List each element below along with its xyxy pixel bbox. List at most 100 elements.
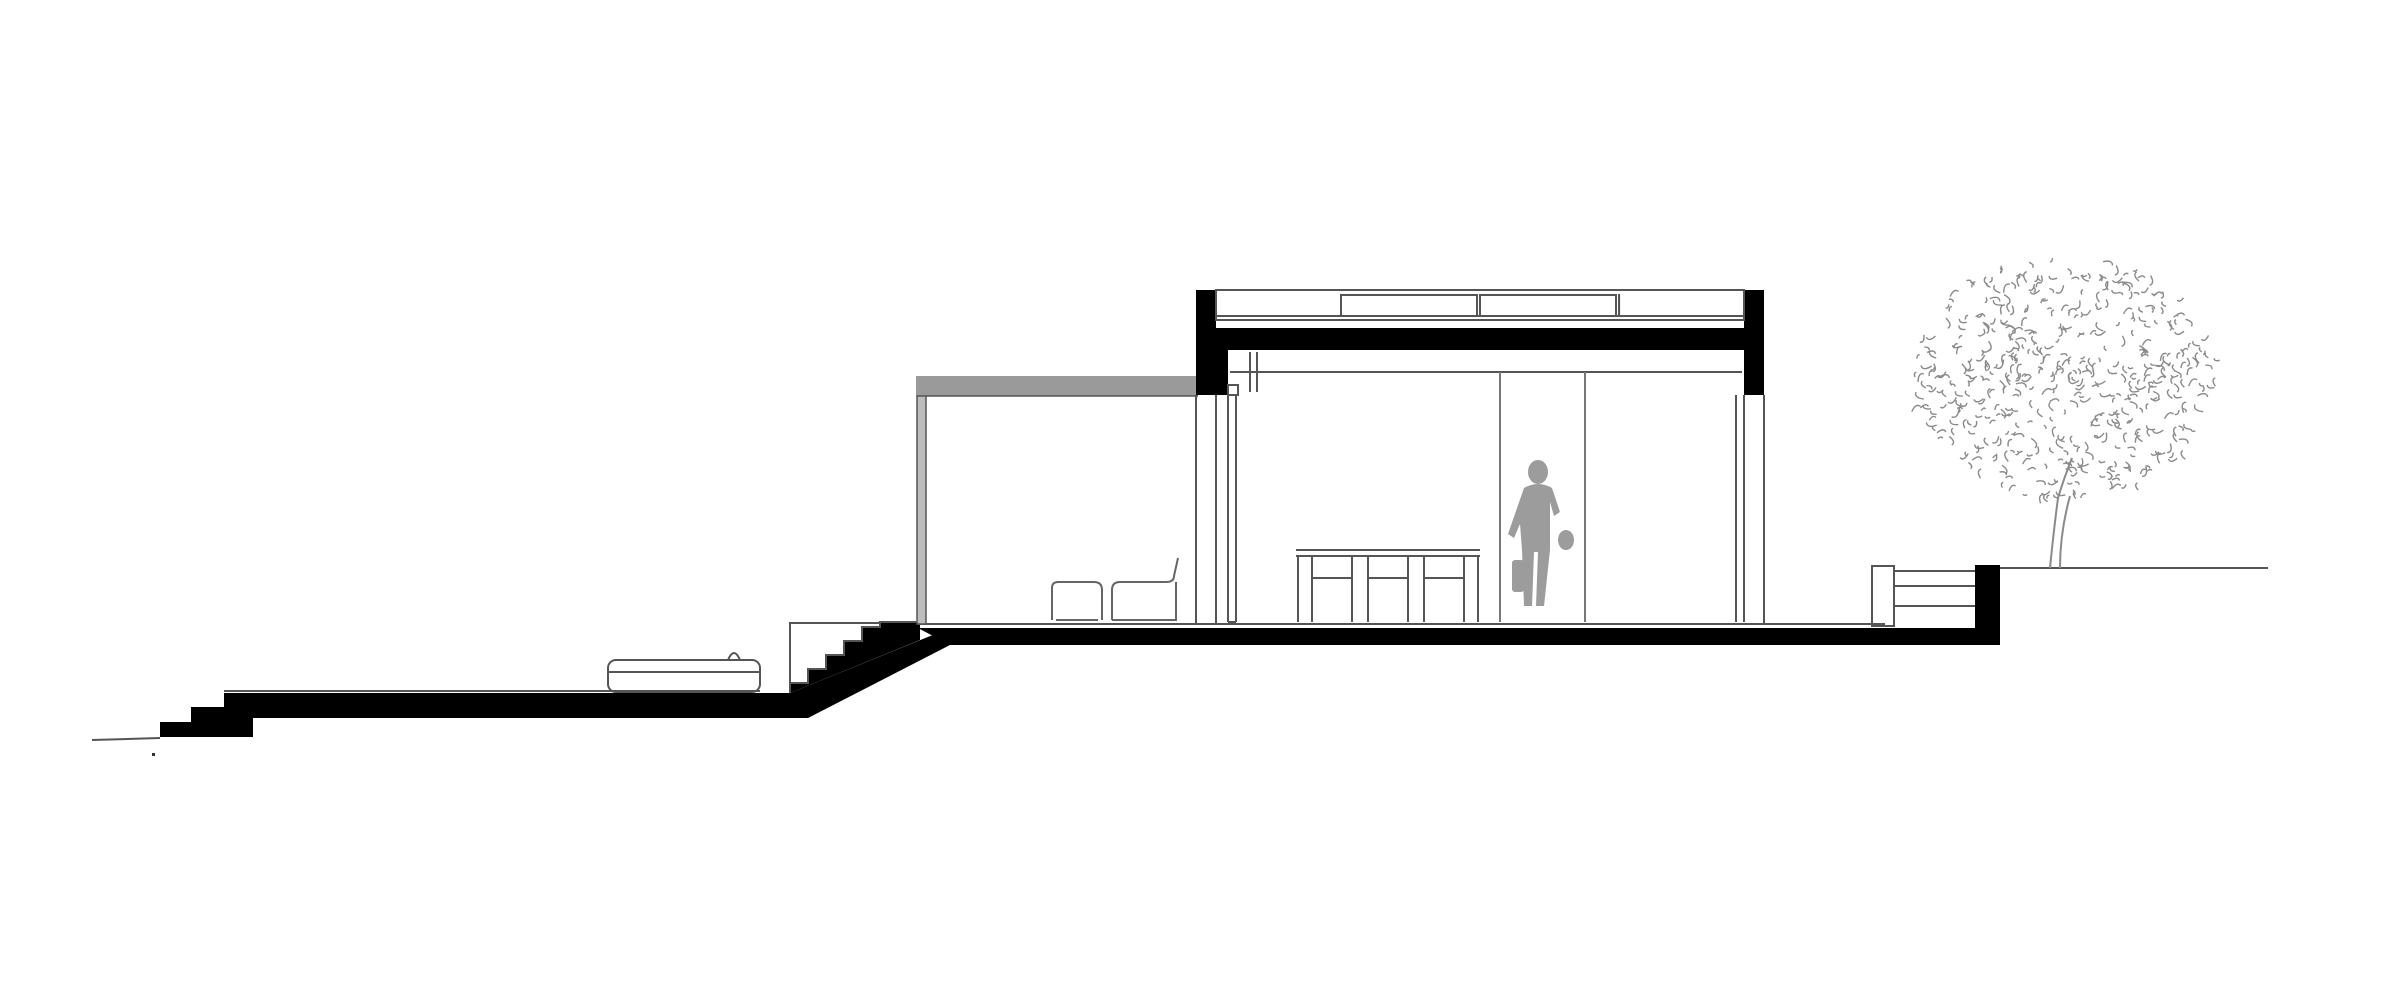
leaf-stroke	[1934, 374, 1941, 379]
leaf-stroke	[2070, 457, 2075, 463]
leaf-stroke	[1920, 365, 1933, 370]
dining-chair	[1367, 555, 1409, 622]
leaf-stroke	[2070, 471, 2078, 477]
leaf-stroke	[1982, 328, 1986, 336]
leaf-stroke	[1976, 312, 1984, 318]
leaf-stroke	[2053, 494, 2059, 499]
leaf-stroke	[2112, 361, 2120, 368]
leaf-stroke	[1984, 297, 1988, 304]
leaf-stroke	[2154, 450, 2166, 455]
leaf-stroke	[2008, 354, 2016, 362]
leaf-stroke	[2063, 449, 2069, 456]
leaf-stroke	[2024, 307, 2028, 313]
leaf-stroke	[1951, 408, 1960, 418]
leaf-stroke	[2139, 468, 2147, 475]
leaf-stroke	[2051, 388, 2055, 394]
leaf-stroke	[2081, 370, 2093, 375]
leaf-stroke	[2205, 364, 2213, 370]
leaf-stroke	[2141, 466, 2148, 478]
leaf-stroke	[2087, 357, 2093, 368]
leaf-stroke	[1976, 445, 1980, 454]
leaf-stroke	[2182, 407, 2187, 413]
leaf-stroke	[2010, 352, 2015, 361]
leaf-stroke	[2093, 432, 2105, 439]
leaf-stroke	[2010, 449, 2015, 454]
leaf-stroke	[2099, 275, 2103, 282]
leaf-stroke	[1949, 419, 1959, 426]
leaf-stroke	[1959, 453, 1969, 460]
leaf-stroke	[1953, 343, 1959, 348]
leaf-stroke	[2095, 321, 2104, 332]
leaf-stroke	[1997, 438, 2002, 447]
leaf-stroke	[1971, 281, 1976, 288]
leaf-stroke	[2160, 291, 2165, 299]
leaf-stroke	[2124, 397, 2131, 401]
leaf-stroke	[2090, 418, 2099, 427]
leaf-stroke	[2036, 274, 2042, 282]
leaf-stroke	[2098, 357, 2101, 363]
leaf-stroke	[1928, 387, 1937, 393]
leaf-stroke	[2120, 484, 2127, 489]
leaf-stroke	[2057, 458, 2064, 461]
leaf-stroke	[2080, 311, 2083, 318]
stair-profile	[789, 621, 916, 693]
leaf-stroke	[2134, 428, 2141, 436]
leaf-stroke	[1967, 461, 1973, 470]
leaf-stroke	[2212, 377, 2216, 387]
leaf-stroke	[2180, 449, 2186, 460]
leaf-stroke	[2186, 367, 2193, 376]
leaf-stroke	[2146, 468, 2153, 472]
leaf-stroke	[2003, 294, 2011, 305]
leaf-stroke	[2178, 425, 2184, 432]
leaf-stroke	[2014, 353, 2018, 362]
leaf-stroke	[2077, 333, 2085, 338]
leaf-stroke	[2132, 316, 2136, 322]
left-ground-line	[91, 737, 161, 741]
leaf-stroke	[2036, 346, 2042, 354]
leaf-stroke	[2129, 393, 2138, 398]
leaf-stroke	[2151, 307, 2154, 314]
leaf-stroke	[2022, 457, 2031, 465]
leaf-stroke	[2015, 273, 2025, 278]
leaf-stroke	[1958, 325, 1966, 331]
leaf-stroke	[2006, 302, 2010, 313]
leaf-stroke	[2149, 396, 2158, 401]
leaf-stroke	[2085, 451, 2094, 461]
leaf-stroke	[2076, 446, 2081, 453]
leaf-stroke	[1951, 345, 1959, 349]
leaf-stroke	[2139, 407, 2144, 413]
leaf-stroke	[2069, 400, 2079, 408]
leaf-stroke	[1968, 430, 1976, 435]
leaf-stroke	[2063, 409, 2066, 415]
person-figure	[1508, 460, 1574, 606]
leaf-stroke	[2062, 325, 2073, 330]
leaf-stroke	[1973, 420, 1978, 428]
leaf-stroke	[2094, 380, 2106, 385]
leaf-stroke	[2001, 464, 2008, 475]
leaf-stroke	[2080, 289, 2084, 295]
leaf-stroke	[2050, 371, 2054, 378]
leaf-stroke	[2072, 369, 2077, 375]
leaf-stroke	[2008, 333, 2014, 341]
leaf-stroke	[2061, 367, 2064, 374]
leaf-stroke	[2167, 457, 2178, 462]
leaf-stroke	[2018, 273, 2021, 279]
leaf-stroke	[1988, 419, 1996, 424]
leaf-stroke	[2015, 372, 2021, 382]
leaf-stroke	[1926, 350, 1937, 355]
leaf-stroke	[1926, 384, 1933, 390]
leaf-stroke	[1928, 370, 1933, 377]
leaf-stroke	[2129, 388, 2140, 393]
leaf-stroke	[1992, 436, 2000, 444]
leaf-stroke	[2061, 359, 2071, 366]
leaf-stroke	[2015, 371, 2020, 380]
stair-treads	[790, 622, 920, 693]
leaf-stroke	[2176, 312, 2186, 316]
leaf-stroke	[2000, 481, 2004, 488]
leaf-stroke	[2074, 481, 2080, 485]
leaf-stroke	[2202, 350, 2206, 355]
leaf-stroke	[1947, 397, 1957, 404]
leaf-stroke	[2109, 480, 2113, 490]
leaf-stroke	[2010, 431, 2017, 436]
